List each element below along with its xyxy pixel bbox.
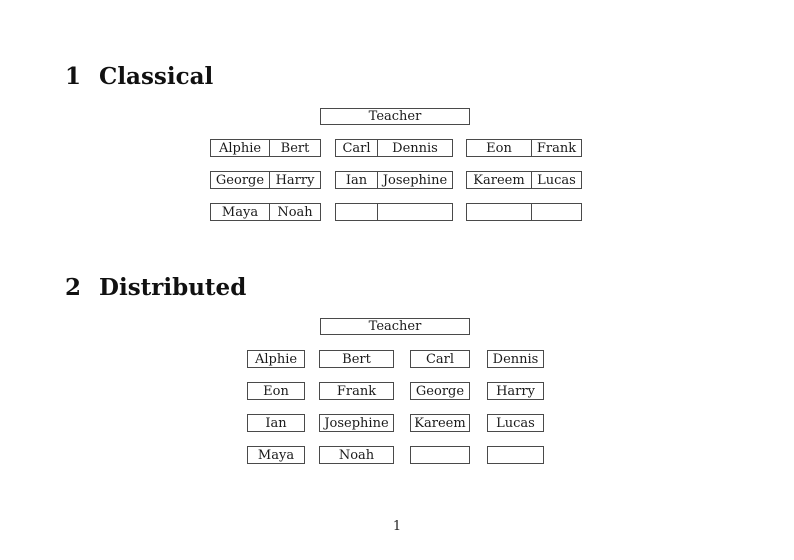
desk-box: Ian Josephine — [335, 171, 453, 189]
desk-box: Dennis — [487, 350, 544, 368]
seat-label: Alphie — [211, 140, 270, 156]
seat-label: Ian — [336, 172, 378, 188]
seat-label: Frank — [536, 140, 577, 156]
page-number: 1 — [392, 519, 402, 534]
desk-box: Alphie Bert — [210, 139, 321, 157]
desk-box: Bert — [319, 350, 394, 368]
desk-box: Eon Frank — [466, 139, 582, 157]
section-number: 2 — [65, 274, 82, 301]
seat-label: Bert — [280, 140, 310, 156]
desk-box: Kareem Lucas — [466, 171, 582, 189]
desk-box: Harry — [487, 382, 544, 400]
desk-box: Kareem — [410, 414, 470, 432]
desk-box: Noah — [319, 446, 394, 464]
seat-label-empty — [336, 204, 378, 220]
section-heading-distributed: 2 Distributed — [65, 276, 246, 299]
desk-box: Alphie — [247, 350, 305, 368]
seat-label: Lucas — [537, 172, 576, 188]
desk-box: Lucas — [487, 414, 544, 432]
seat-label-empty — [378, 204, 452, 220]
seat-label: Kareem — [467, 172, 532, 188]
desk-box: George — [410, 382, 470, 400]
section-heading-classical: 1 Classical — [65, 65, 213, 88]
seat-label-empty — [532, 204, 581, 220]
desk-box: Maya Noah — [210, 203, 321, 221]
desk-box-empty — [335, 203, 453, 221]
desk-box-empty — [410, 446, 470, 464]
seat-label: Harry — [275, 172, 315, 188]
seat-label: Carl — [336, 140, 378, 156]
desk-box: Josephine — [319, 414, 394, 432]
desk-box: Carl Dennis — [335, 139, 453, 157]
seat-label: Dennis — [392, 140, 438, 156]
seat-label: Eon — [467, 140, 532, 156]
seat-label: Maya — [211, 204, 270, 220]
seat-label-empty — [467, 204, 532, 220]
seat-label: George — [211, 172, 270, 188]
section-number: 1 — [65, 63, 82, 90]
teacher-box-classical: Teacher — [320, 108, 470, 125]
section-title: Distributed — [99, 274, 247, 301]
seat-label: Josephine — [382, 172, 448, 188]
desk-box-empty — [487, 446, 544, 464]
teacher-box-distributed: Teacher — [320, 318, 470, 335]
desk-box: George Harry — [210, 171, 321, 189]
desk-box: Ian — [247, 414, 305, 432]
seat-label: Noah — [277, 204, 313, 220]
desk-box: Frank — [319, 382, 394, 400]
desk-box: Carl — [410, 350, 470, 368]
desk-box: Maya — [247, 446, 305, 464]
desk-box: Eon — [247, 382, 305, 400]
section-title: Classical — [99, 63, 214, 90]
desk-box-empty — [466, 203, 582, 221]
